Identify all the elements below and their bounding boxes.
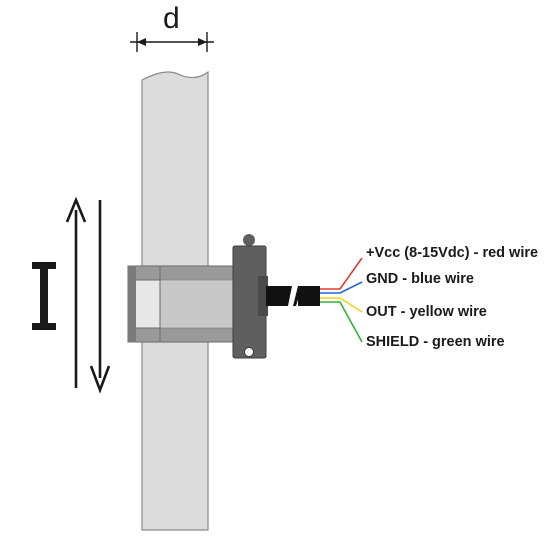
dimension-label: d <box>163 2 180 35</box>
sensor-head <box>232 234 268 359</box>
wire-vcc <box>320 257 363 290</box>
wire-label-gnd: GND - blue wire <box>366 271 474 287</box>
wire-label-out: OUT - yellow wire <box>366 304 487 320</box>
dimension-d-marker <box>130 32 214 52</box>
wire-label-vcc: +Vcc (8-15Vdc) - red wire <box>366 245 539 261</box>
wire-gnd <box>320 281 363 294</box>
current-symbol-icon <box>32 262 56 330</box>
wire-shield <box>320 301 363 343</box>
wires <box>320 257 363 343</box>
cable <box>266 286 320 306</box>
sensor-collar <box>127 265 235 343</box>
wire-label-shield: SHIELD - green wire <box>366 334 505 350</box>
motion-arrow <box>65 196 111 394</box>
wire-out <box>320 297 363 313</box>
